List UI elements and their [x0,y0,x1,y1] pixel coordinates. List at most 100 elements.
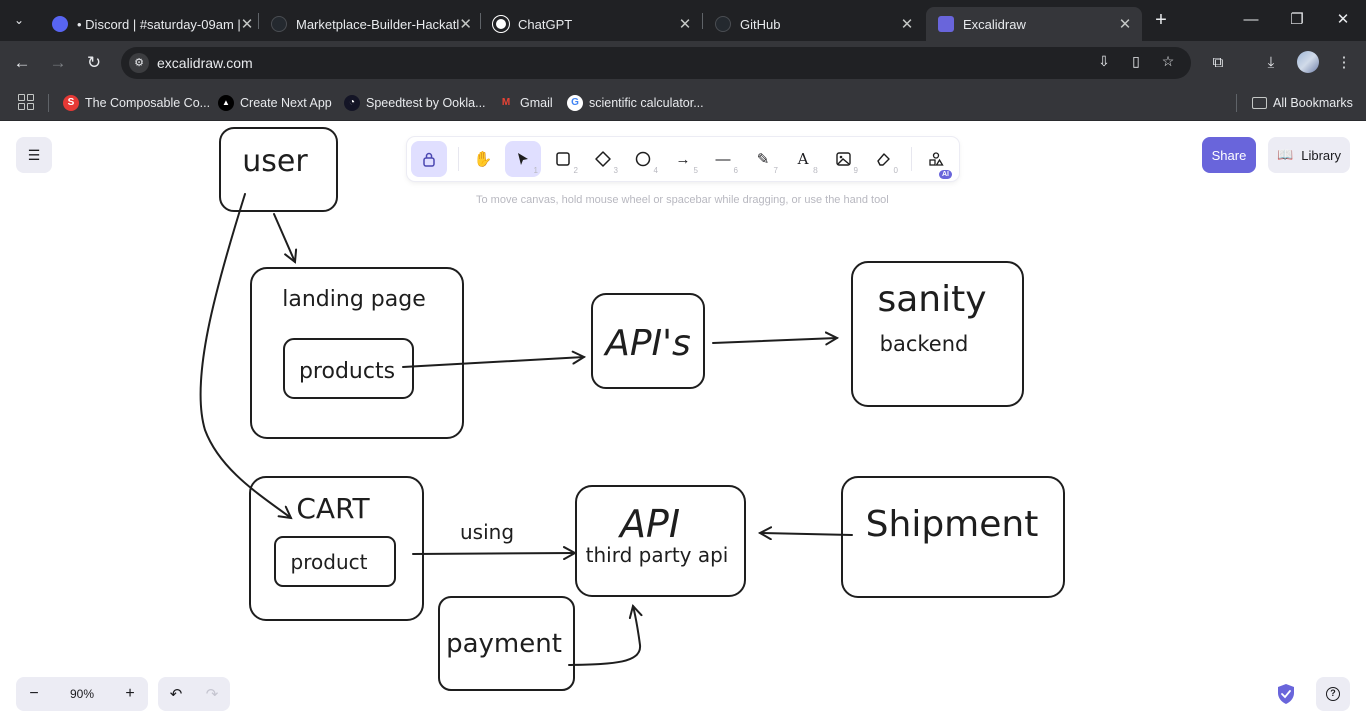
browser-toolbar: ← → ↻ ⚙ excalidraw.com ⇩ ▯ ☆ ⧉ ⤓ ⋮ [0,41,1366,85]
line-tool-icon[interactable]: — 6 [715,150,739,176]
bookmark-label: scientific calculator... [589,96,704,110]
book-icon: 📖 [1277,147,1294,162]
tab-excalidraw[interactable]: Excalidraw ✕ [926,7,1142,41]
bookmark-gmail[interactable]: M Gmail [498,92,553,114]
restore-icon[interactable]: ❐ [1290,11,1304,28]
arrow-tool-icon[interactable]: → 5 [675,150,699,176]
tab-marketplace[interactable]: Marketplace-Builder-Hackatl ✕ [259,7,480,41]
tab-discord[interactable]: • Discord | #saturday-09am | ✕ [40,7,258,41]
tab-divider [702,13,703,29]
bookmark-speedtest[interactable]: ◔ Speedtest by Ookla... [344,92,486,114]
excalidraw-canvas[interactable]: user landing page products API's sanity … [0,121,1366,728]
close-icon[interactable]: ✕ [240,16,254,33]
close-icon[interactable]: ✕ [678,16,692,33]
selection-tool-icon[interactable]: 1 [505,141,541,177]
diamond-tool-icon[interactable]: 3 [585,141,621,177]
text-tool-icon[interactable]: A 8 [797,150,818,175]
bookmark-favicon-icon: G [567,95,583,111]
arrow-apis-to-sanity[interactable] [712,338,837,343]
install-app-icon[interactable]: ⇩ [1098,53,1110,69]
arrow-products-to-apis[interactable] [402,357,584,368]
eraser-tool-icon[interactable]: 0 [865,141,901,177]
apps-grid-icon[interactable] [18,94,34,110]
products-label: products [299,359,395,384]
bookmark-create-next-app[interactable]: ▲ Create Next App [218,92,332,114]
bookmark-star-icon[interactable]: ☆ [1161,53,1175,69]
third-party-api-label: third party api [586,543,729,567]
close-icon[interactable]: ✕ [900,16,914,33]
arrow-payment-to-api[interactable] [568,606,640,666]
url-text[interactable]: excalidraw.com [157,55,253,71]
api-box[interactable] [575,485,746,597]
zoom-level-reset[interactable]: 90% [69,687,95,701]
product-box[interactable] [274,536,396,587]
help-button[interactable]: ? [1316,677,1350,711]
apis-box[interactable] [591,293,705,389]
lock-tool-icon[interactable] [411,141,447,177]
pencil-tool-icon[interactable]: ✎ 7 [756,151,778,175]
payment-box[interactable] [438,596,575,691]
bookmark-favicon-icon: ▲ [218,95,234,111]
zoom-out-button[interactable]: − [29,685,39,702]
user-box[interactable] [219,127,338,212]
address-bar[interactable]: ⚙ excalidraw.com ⇩ ▯ ☆ [121,47,1191,79]
tab-chatgpt[interactable]: ChatGPT ✕ [481,7,702,41]
extra-tools-shapes-icon[interactable]: AI [918,141,954,179]
shipment-label: Shipment [866,504,1039,545]
ellipse-tool-icon[interactable]: 4 [625,141,661,177]
reload-icon[interactable]: ↻ [86,53,102,72]
canvas-hint-text: To move canvas, hold mouse wheel or spac… [476,194,889,206]
new-tab-button[interactable]: + [1155,9,1167,31]
more-menu-icon[interactable]: ⋮ [1336,54,1352,71]
bookmark-calculator[interactable]: G scientific calculator... [567,92,704,114]
github-icon [271,16,287,32]
close-icon[interactable]: ✕ [459,16,472,33]
image-tool-icon[interactable]: 9 [825,141,861,177]
bookmark-label: Speedtest by Ookla... [366,96,486,110]
cart-box[interactable] [249,476,424,621]
redo-icon[interactable]: ↷ [205,686,219,703]
profile-avatar[interactable] [1297,51,1319,73]
library-button[interactable]: 📖 Library [1268,137,1350,173]
arrow-product-to-api[interactable] [412,553,575,554]
tab-github[interactable]: GitHub ✕ [703,7,924,41]
forward-arrow-icon[interactable]: → [49,53,67,72]
rectangle-tool-icon[interactable]: 2 [545,141,581,177]
tab-search-chevron-icon[interactable]: ⌄ [13,13,25,27]
sanity-box[interactable] [851,261,1024,407]
landing-page-label: landing page [282,287,425,312]
shipment-box[interactable] [841,476,1065,598]
zoom-in-button[interactable]: + [125,685,135,702]
all-bookmarks-label: All Bookmarks [1273,96,1353,110]
shortcut-key: 4 [653,166,658,175]
arrow-user-to-cart[interactable] [199,193,291,518]
tab-title: ChatGPT [518,16,573,32]
landing-page-box[interactable] [250,267,464,439]
page-document-icon[interactable]: ▯ [1132,53,1140,69]
tab-divider [480,13,481,29]
bookmarks-divider [1236,94,1237,112]
hamburger-menu-icon[interactable]: ☰ [16,137,52,173]
extensions-icon[interactable]: ⧉ [1212,54,1224,71]
products-box[interactable] [283,338,414,399]
arrow-user-to-landing[interactable] [273,213,295,262]
all-bookmarks-button[interactable]: All Bookmarks [1252,92,1353,114]
arrow-shipment-to-api[interactable] [760,533,853,535]
minimize-icon[interactable]: — [1243,11,1259,28]
cart-label: CART [296,492,370,525]
site-settings-icon[interactable]: ⚙ [129,53,149,73]
share-button[interactable]: Share [1202,137,1256,173]
window-close-icon[interactable]: ✕ [1336,11,1350,28]
hand-tool-icon[interactable]: ✋ [473,151,493,168]
undo-icon[interactable]: ↶ [169,686,183,703]
encryption-shield-icon[interactable] [1276,683,1296,705]
bookmark-composable[interactable]: S The Composable Co... [63,92,210,114]
back-arrow-icon[interactable]: ← [13,53,31,72]
close-icon[interactable]: ✕ [1118,16,1132,33]
sanity-label: sanity [877,279,986,320]
api-label: API [617,502,680,546]
bookmark-favicon-icon: M [501,97,511,108]
downloads-icon[interactable]: ⤓ [1267,54,1275,71]
shortcut-key: 6 [733,166,738,175]
using-label: using [460,520,514,544]
